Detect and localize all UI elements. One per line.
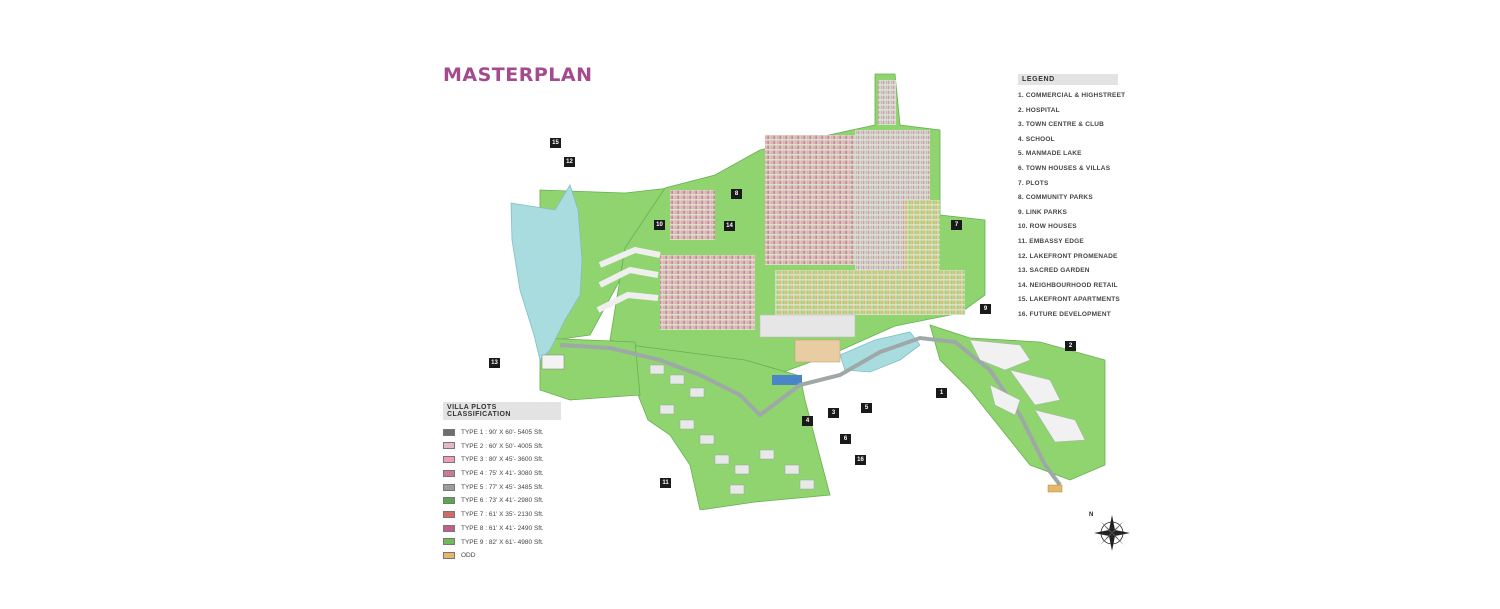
school-court: [772, 375, 802, 385]
swatch: [443, 524, 455, 532]
callout-3: 3: [828, 408, 839, 418]
lake-west: [510, 184, 583, 361]
legend-item: 11. EMBASSY EDGE: [1018, 237, 1084, 245]
legend-item: 15. LAKEFRONT APARTMENTS: [1018, 296, 1120, 304]
commercial-buildings: [969, 339, 1086, 443]
villa-plot-item: TYPE 7 : 61' X 35'- 2130 Sft.: [443, 508, 583, 522]
swatch: [443, 456, 455, 464]
legend-item: 14. NEIGHBOURHOOD RETAIL: [1018, 281, 1118, 289]
masterplan-map: [510, 73, 1106, 510]
plots-mid-2: [775, 270, 965, 315]
jetty: [1047, 484, 1063, 493]
legend-item: 12. LAKEFRONT PROMENADE: [1018, 252, 1118, 260]
town-centre: [794, 339, 841, 363]
villa-plot-label: TYPE 6 : 73' X 41'- 2980 Sft.: [461, 497, 544, 505]
callout-1: 1: [936, 388, 947, 398]
swatch: [443, 442, 455, 450]
villa-plot-item: TYPE 3 : 80' X 45'- 3600 Sft.: [443, 453, 583, 467]
callout-9: 9: [980, 304, 991, 314]
legend-item: 10. ROW HOUSES: [1018, 223, 1077, 231]
sacred-garden: [541, 354, 565, 370]
villa-plot-item: TYPE 1 : 90' X 60'- 5405 Sft.: [443, 426, 583, 440]
plots-north-tower: [878, 80, 896, 125]
legend-item: 16. FUTURE DEVELOPMENT: [1018, 310, 1111, 318]
swatch: [443, 551, 455, 559]
legend-item: 5. MANMADE LAKE: [1018, 150, 1082, 158]
villa-plot-item: ODD: [443, 549, 583, 563]
callout-8: 8: [731, 189, 742, 199]
plots-north-1: [765, 135, 855, 265]
callout-5: 5: [861, 403, 872, 413]
legend-item: 8. COMMUNITY PARKS: [1018, 194, 1093, 202]
callout-11: 11: [660, 478, 671, 488]
callout-12: 12: [564, 157, 575, 167]
villa-plot-label: TYPE 3 : 80' X 45'- 3600 Sft.: [461, 456, 544, 464]
villa-plot-item: TYPE 5 : 77' X 45'- 3485 Sft.: [443, 481, 583, 495]
legend-item: 2. HOSPITAL: [1018, 106, 1060, 114]
plots-west-block: [670, 190, 715, 240]
villa-plot-label: ODD: [461, 552, 476, 560]
legend-list: 1. COMMERCIAL & HIGHSTREET 2. HOSPITAL 3…: [1018, 89, 1148, 323]
callout-14: 14: [724, 221, 735, 231]
swatch: [443, 497, 455, 505]
villa-plot-label: TYPE 1 : 90' X 60'- 5405 Sft.: [461, 429, 544, 436]
legend-item: 3. TOWN CENTRE & CLUB: [1018, 121, 1105, 129]
plots-mid-1: [660, 255, 755, 330]
villa-plots-panel: VILLA PLOTS CLASSIFICATION TYPE 1 : 90' …: [443, 402, 583, 563]
legend-item: 9. LINK PARKS: [1018, 208, 1068, 216]
villa-plot-item: TYPE 4 : 75' X 41'- 3080 Sft.: [443, 467, 583, 481]
legend-item: 13. SACRED GARDEN: [1018, 267, 1090, 275]
embassy-edge-buildings: [649, 364, 815, 495]
callout-2: 2: [1065, 341, 1076, 351]
land-southwest: [539, 337, 641, 401]
callout-13: 13: [489, 358, 500, 368]
villa-plot-label: TYPE 5 : 77' X 45'- 3485 Sft.: [461, 483, 544, 491]
villa-plot-label: TYPE 9 : 82' X 61'- 4980 Sft.: [461, 538, 544, 546]
swatch: [443, 510, 455, 518]
villa-plots-list: TYPE 1 : 90' X 60'- 5405 Sft. TYPE 2 : 6…: [443, 426, 583, 563]
villa-plot-label: TYPE 7 : 61' X 35'- 2130 Sft.: [461, 511, 544, 519]
callout-10: 10: [654, 220, 665, 230]
swatch: [443, 483, 455, 491]
page-title: MASTERPLAN: [443, 64, 593, 86]
swatch: [443, 428, 455, 436]
villa-plot-item: TYPE 9 : 82' X 61'- 4980 Sft.: [443, 536, 583, 550]
swatch: [443, 469, 455, 477]
callout-4: 4: [802, 416, 813, 426]
compass-icon: [1094, 515, 1130, 551]
callout-15: 15: [550, 138, 561, 148]
swatch: [443, 538, 455, 546]
future-development: [759, 314, 856, 338]
legend-item: 4. SCHOOL: [1018, 135, 1055, 143]
villa-plots-heading: VILLA PLOTS CLASSIFICATION: [443, 402, 561, 420]
plots-north-3: [905, 200, 940, 270]
villa-plot-label: TYPE 8 : 61' X 41'- 2490 Sft.: [461, 524, 544, 532]
legend-item: 1. COMMERCIAL & HIGHSTREET: [1018, 92, 1126, 99]
legend-panel: LEGEND 1. COMMERCIAL & HIGHSTREET 2. HOS…: [1018, 74, 1148, 323]
villa-plot-label: TYPE 4 : 75' X 41'- 3080 Sft.: [461, 470, 544, 478]
row-houses: [596, 246, 661, 313]
villa-plot-label: TYPE 2 : 60' X 50'- 4005 Sft.: [461, 442, 544, 450]
villa-plot-item: TYPE 6 : 73' X 41'- 2980 Sft.: [443, 494, 583, 508]
callout-7: 7: [951, 220, 962, 230]
villa-plot-item: TYPE 8 : 61' X 41'- 2490 Sft.: [443, 522, 583, 536]
callout-6: 6: [840, 434, 851, 444]
compass-north-label: N: [1089, 512, 1094, 518]
legend-item: 7. PLOTS: [1018, 179, 1049, 187]
villa-plot-item: TYPE 2 : 60' X 50'- 4005 Sft.: [443, 440, 583, 454]
legend-heading: LEGEND: [1018, 74, 1118, 85]
legend-item: 6. TOWN HOUSES & VILLAS: [1018, 164, 1111, 172]
callout-16: 16: [855, 455, 866, 465]
